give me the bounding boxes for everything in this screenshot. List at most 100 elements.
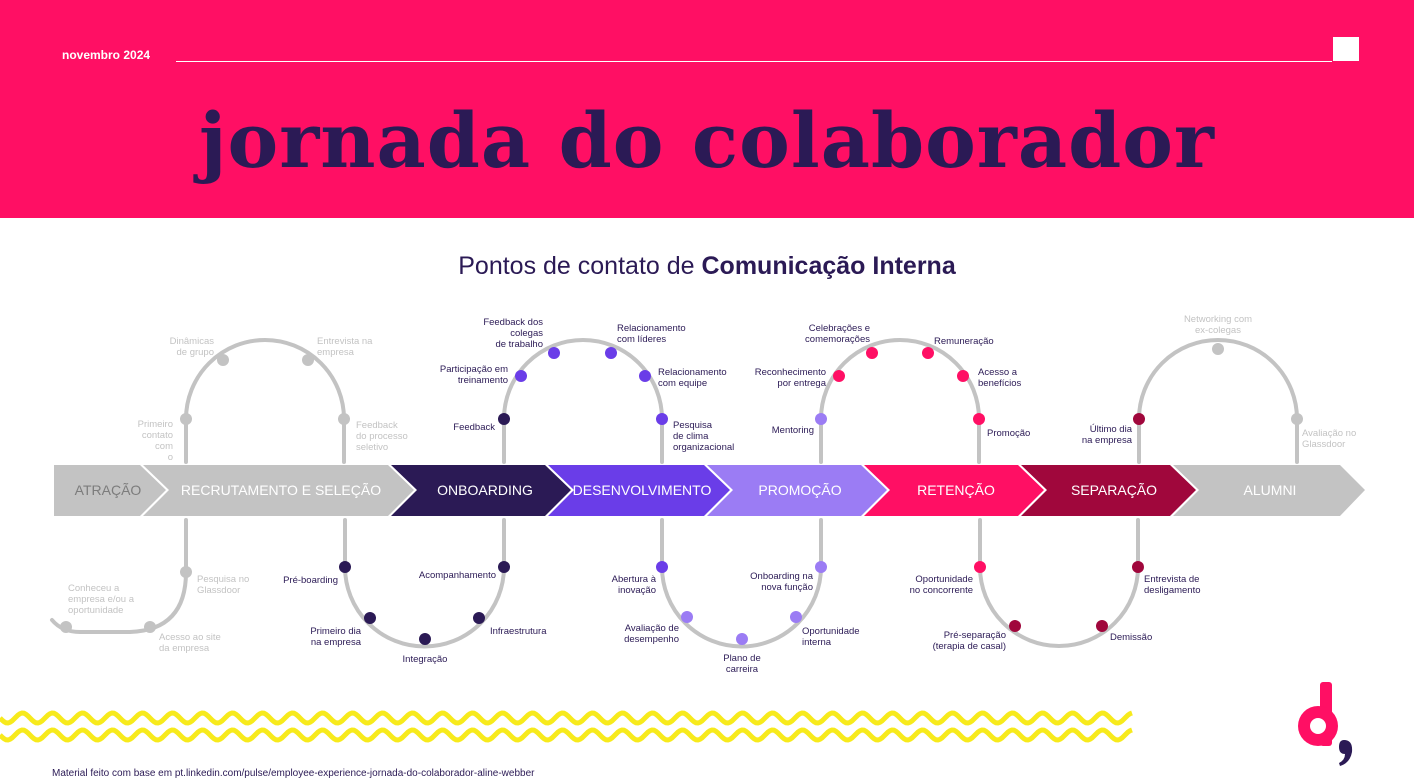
stage-alumni-shape — [1173, 465, 1365, 516]
stage-promocao-shape — [707, 465, 887, 516]
dot-infraestrutura — [473, 612, 485, 624]
dot-networking — [1212, 343, 1224, 355]
curve-desenvolvimento-bottom — [660, 518, 823, 649]
label-pre-separacao: Pré-separação(terapia de casal) — [933, 630, 1006, 652]
wave-line-1 — [0, 710, 1133, 726]
label-acompanhamento: Acompanhamento — [419, 570, 496, 581]
subtitle-prefix: Pontos de contato de — [458, 252, 702, 280]
touchpoint-dots — [60, 343, 1303, 645]
dot-pre-boarding — [339, 561, 351, 573]
stage-retencao-shape — [864, 465, 1044, 516]
dot-pesquisa-clima — [656, 413, 668, 425]
subtitle-bold: Comunicação Interna — [701, 252, 956, 280]
dot-primeiro-dia — [364, 612, 376, 624]
stage-label-recrutamento: RECRUTAMENTO E SELEÇÃO — [181, 482, 381, 498]
label-integracao: Integração — [403, 654, 448, 665]
dot-primeiro-contato — [180, 413, 192, 425]
wave-line-2 — [0, 727, 1133, 743]
stage-label-desenvolvimento: DESENVOLVIMENTO — [573, 482, 712, 498]
dot-entrevista-desligamento — [1132, 561, 1144, 573]
dot-pre-separacao — [1009, 620, 1021, 632]
dot-demissao — [1096, 620, 1108, 632]
dot-conheceu — [60, 621, 72, 633]
stage-desenvolvimento-shape — [548, 465, 730, 516]
dot-avaliacao-desempenho — [681, 611, 693, 623]
dot-plano-carreira — [736, 633, 748, 645]
footer-source-note: Material feito com base em pt.linkedin.c… — [52, 768, 535, 779]
dot-participacao — [515, 370, 527, 382]
dot-abertura-inovacao — [656, 561, 668, 573]
dot-avaliacao-glassdoor — [1291, 413, 1303, 425]
page-title: jornada do colaborador — [199, 96, 1215, 185]
dot-dinamicas — [217, 354, 229, 366]
stage-onboarding-shape — [391, 465, 571, 516]
dot-relacionamento-lideres — [605, 347, 617, 359]
label-demissao: Demissão — [1110, 632, 1152, 643]
dot-oportunidade-interna — [790, 611, 802, 623]
dot-entrevista — [302, 354, 314, 366]
label-mentoring: Mentoring — [772, 425, 814, 436]
dot-ultimo-dia — [1133, 413, 1145, 425]
stage-label-onboarding: ONBOARDING — [437, 482, 533, 498]
dot-feedback-seletivo — [338, 413, 350, 425]
curve-recrutamento-top — [184, 338, 346, 464]
curve-retencao-top — [819, 338, 981, 464]
stage-separacao-shape — [1021, 465, 1196, 516]
brand-logo — [1298, 682, 1353, 766]
dot-feedback — [498, 413, 510, 425]
stage-label-atracao: ATRAÇÃO — [75, 482, 142, 498]
stage-atracao-shape — [54, 465, 166, 516]
header-banner: novembro 2024 jornada do colaborador — [0, 0, 1414, 218]
dot-oportunidade-concorrente — [974, 561, 986, 573]
header-square-decoration — [1333, 37, 1359, 61]
page-subtitle: Pontos de contato de Comunicação Interna — [0, 252, 1414, 281]
dot-celebracoes — [866, 347, 878, 359]
dot-mentoring — [815, 413, 827, 425]
dot-remuneracao — [922, 347, 934, 359]
dot-integracao — [419, 633, 431, 645]
label-promocao: Promoção — [987, 428, 1030, 439]
stage-recrutamento-shape — [143, 465, 414, 516]
journey-curves — [50, 338, 1299, 649]
dot-acesso-site — [144, 621, 156, 633]
wavy-decoration — [0, 710, 1133, 743]
header-divider — [176, 61, 1332, 62]
dot-acesso-beneficios — [957, 370, 969, 382]
label-infraestrutura: Infraestrutura — [490, 626, 547, 637]
label-feedback: Feedback — [453, 422, 495, 433]
stage-bar — [54, 465, 1365, 516]
date-label: novembro 2024 — [62, 48, 151, 62]
dot-acompanhamento — [498, 561, 510, 573]
label-remuneracao: Remuneração — [934, 336, 994, 347]
stage-label-retencao: RETENÇÃO — [917, 482, 995, 498]
stage-labels: ATRAÇÃO RECRUTAMENTO E SELEÇÃO ONBOARDIN… — [75, 482, 1297, 498]
curve-retencao-bottom — [978, 518, 1140, 648]
stage-label-alumni: ALUMNI — [1244, 482, 1297, 498]
stage-label-separacao: SEPARAÇÃO — [1071, 482, 1157, 498]
